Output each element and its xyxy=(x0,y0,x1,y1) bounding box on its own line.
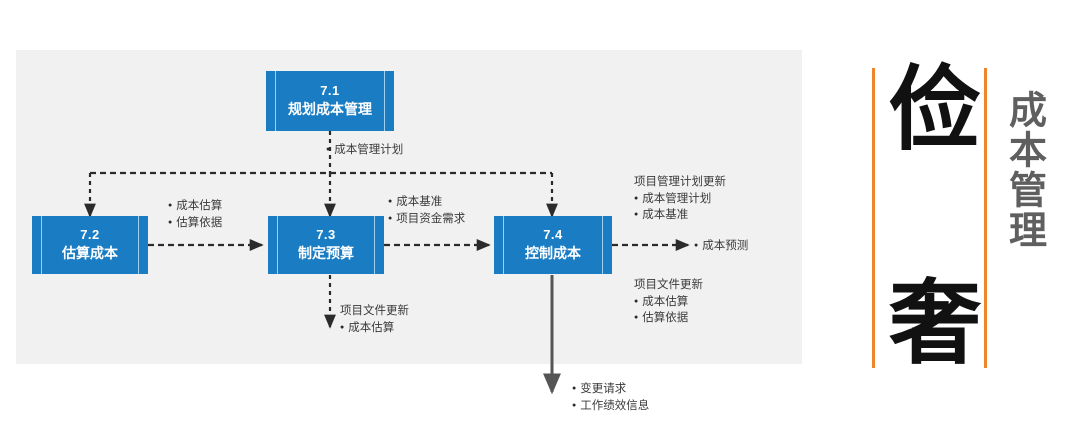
node-edge-right xyxy=(384,71,385,131)
label-bullet-item: 变更请求 xyxy=(572,381,649,398)
label-bullet-item: 估算依据 xyxy=(634,310,703,327)
label-bullet-item: 估算依据 xyxy=(168,215,222,232)
node-edge-left xyxy=(275,71,276,131)
label-bullet-item: 成本基准 xyxy=(634,207,726,224)
vertical-title: 成本管理 xyxy=(1002,90,1047,250)
node-edge-right xyxy=(374,216,375,274)
node-7-2[interactable]: 7.2 估算成本 xyxy=(32,216,148,274)
node-edge-left xyxy=(41,216,42,274)
label-cost-forecast: 成本预测 xyxy=(694,238,748,255)
label-bullet-item: 成本基准 xyxy=(388,194,465,211)
accent-rail-right xyxy=(984,68,987,368)
label-control-bottom-outputs: 变更请求 工作绩效信息 xyxy=(572,381,649,414)
label-bullet-item: 成本管理计划 xyxy=(326,142,403,159)
label-control-plan-updates: 项目管理计划更新 成本管理计划 成本基准 xyxy=(634,174,726,224)
node-7-3[interactable]: 7.3 制定预算 xyxy=(268,216,384,274)
node-name: 制定预算 xyxy=(298,245,354,262)
node-edge-right xyxy=(138,216,139,274)
node-number: 7.3 xyxy=(316,227,336,243)
label-header: 项目文件更新 xyxy=(340,305,409,317)
label-budget-document-updates: 项目文件更新 成本估算 xyxy=(340,303,409,336)
node-edge-right xyxy=(602,216,603,274)
accent-rail-left xyxy=(872,68,875,368)
label-bullet-item: 项目资金需求 xyxy=(388,211,465,228)
label-bullet-item: 工作绩效信息 xyxy=(572,398,649,415)
node-edge-left xyxy=(503,216,504,274)
label-cost-management-plan: 成本管理计划 xyxy=(326,142,403,159)
label-bullet-item: 成本估算 xyxy=(168,198,222,215)
label-budget-outputs: 成本基准 项目资金需求 xyxy=(388,194,465,227)
label-control-document-updates: 项目文件更新 成本估算 估算依据 xyxy=(634,277,703,327)
node-7-4[interactable]: 7.4 控制成本 xyxy=(494,216,612,274)
node-number: 7.1 xyxy=(320,83,340,99)
node-name: 规划成本管理 xyxy=(288,101,372,118)
node-name: 控制成本 xyxy=(525,245,581,262)
node-name: 估算成本 xyxy=(62,245,118,262)
label-header: 项目管理计划更新 xyxy=(634,176,726,188)
label-bullet-item: 成本估算 xyxy=(634,294,703,311)
node-edge-left xyxy=(277,216,278,274)
label-bullet-item: 成本管理计划 xyxy=(634,191,726,208)
node-number: 7.2 xyxy=(80,227,100,243)
node-number: 7.4 xyxy=(543,227,563,243)
side-char-top: 俭 xyxy=(889,56,982,163)
label-bullet-item: 成本估算 xyxy=(340,320,409,337)
label-header: 项目文件更新 xyxy=(634,279,703,291)
node-7-1[interactable]: 7.1 规划成本管理 xyxy=(266,71,394,131)
label-bullet-item: 成本预测 xyxy=(694,238,748,255)
side-char-bottom: 奢 xyxy=(889,270,982,377)
label-estimate-outputs: 成本估算 估算依据 xyxy=(168,198,222,231)
